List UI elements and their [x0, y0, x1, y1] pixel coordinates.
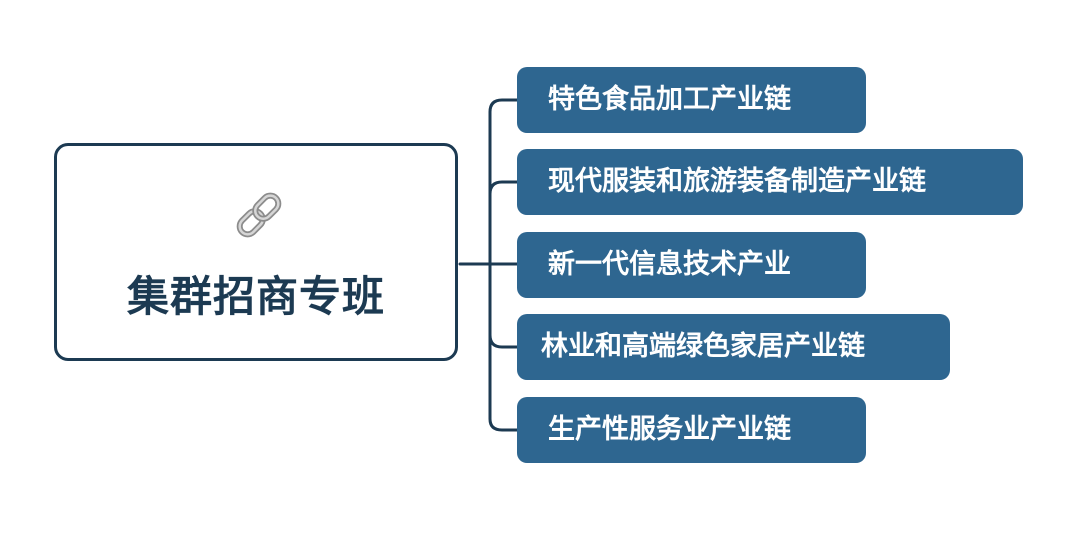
chain-link-icon: [236, 192, 282, 238]
branch-node-1: 特色食品加工产业链: [517, 67, 866, 133]
branch-node-2: 现代服装和旅游装备制造产业链: [517, 149, 1023, 215]
branch-connector-4: [488, 333, 519, 349]
branch-node-5: 生产性服务业产业链: [517, 397, 866, 463]
root-title: 集群招商专班: [126, 272, 385, 321]
branch-node-4: 林业和高端绿色家居产业链: [517, 314, 950, 380]
root-node: 集群招商专班: [54, 143, 458, 361]
branch-connector-2: [488, 180, 519, 196]
branch-node-3: 新一代信息技术产业: [517, 232, 866, 298]
